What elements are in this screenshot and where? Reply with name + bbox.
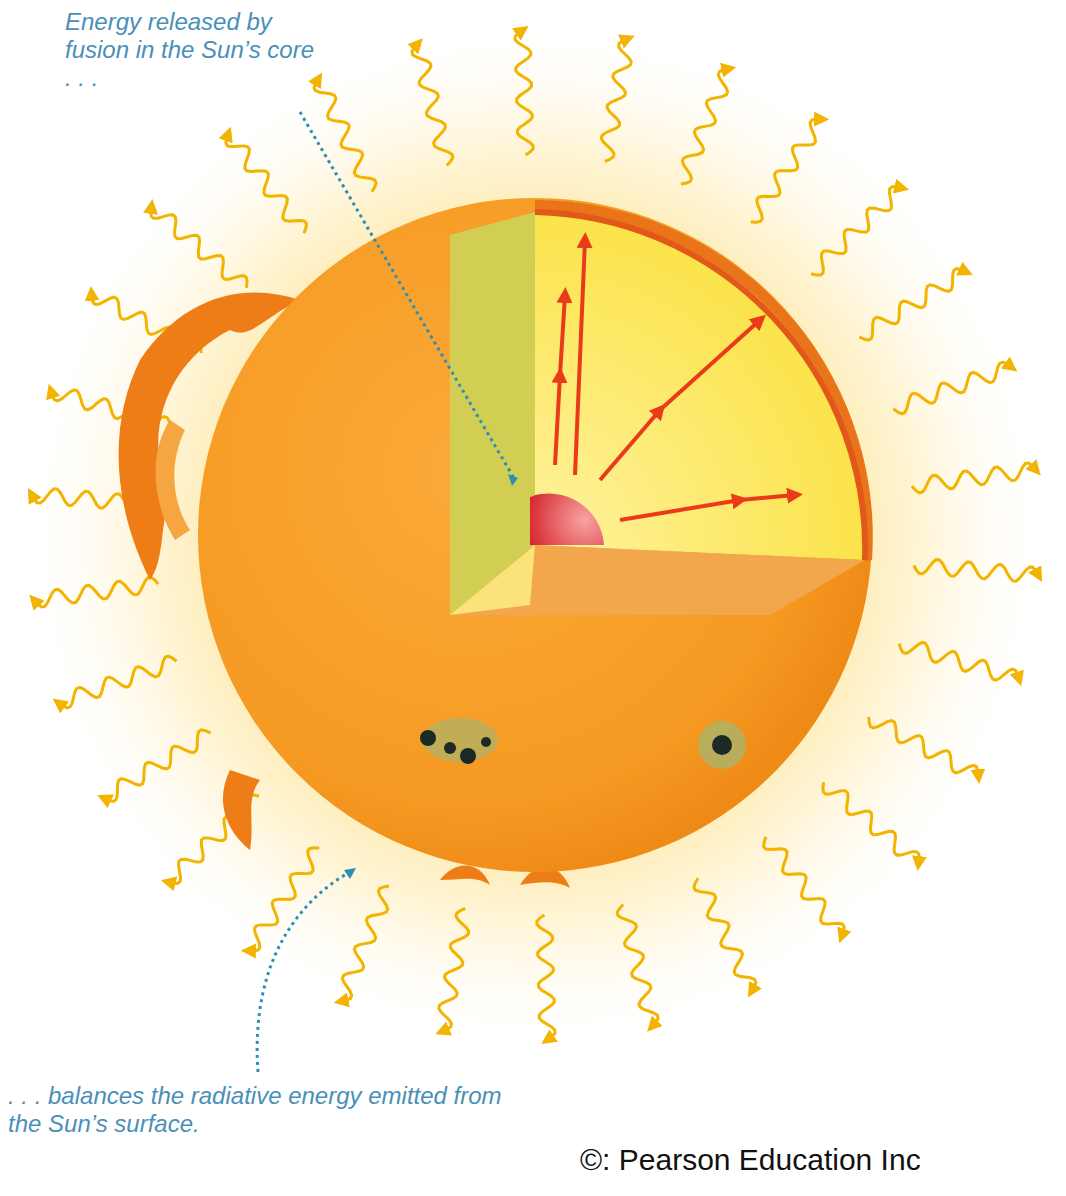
radiation-ray (811, 187, 902, 276)
radiation-ray (681, 69, 729, 184)
energy-arrow (555, 240, 795, 520)
radiation-ray (912, 463, 1036, 493)
callout-text: . . . balances the radiative energy emit… (8, 1082, 528, 1138)
callout-text: Energy released by fusion in the Sun’s c… (65, 8, 315, 92)
radiation-ray (537, 915, 555, 1040)
radiation-ray (694, 878, 756, 991)
radiation-ray (893, 362, 1011, 414)
radiation-ray (899, 642, 1019, 680)
radiation-ray (914, 560, 1039, 582)
sun-body (198, 198, 872, 872)
radiation-ray (601, 39, 631, 162)
radiation-ray (59, 656, 177, 708)
radiation-ray (314, 79, 376, 192)
radiation-ray (439, 909, 469, 1032)
copyright-notice: ©: Pearson Education Inc (580, 1143, 921, 1177)
radiation-ray (823, 782, 919, 863)
radiation-ray (515, 30, 533, 155)
leader-line (300, 112, 515, 480)
radiation-ray (151, 207, 247, 288)
solar-prominence (223, 770, 260, 850)
radiation-ray (412, 44, 453, 166)
solar-prominence (156, 420, 190, 540)
radiation-ray (751, 119, 822, 222)
radiation-ray (859, 269, 966, 341)
radiation-ray (34, 577, 158, 607)
radiation-ray (104, 730, 211, 802)
radiation-ray (764, 837, 845, 936)
radiation-rays (32, 30, 1039, 1040)
radiation-ray (226, 134, 307, 233)
cutaway-face (450, 212, 535, 615)
radiation-ray (617, 905, 658, 1027)
radiation-ray (341, 886, 389, 1001)
sunspot (420, 718, 746, 769)
sun-glow (15, 15, 1055, 1055)
radiation-ray (869, 717, 979, 777)
solar-prominence (440, 866, 490, 885)
leader-line (257, 872, 350, 1072)
